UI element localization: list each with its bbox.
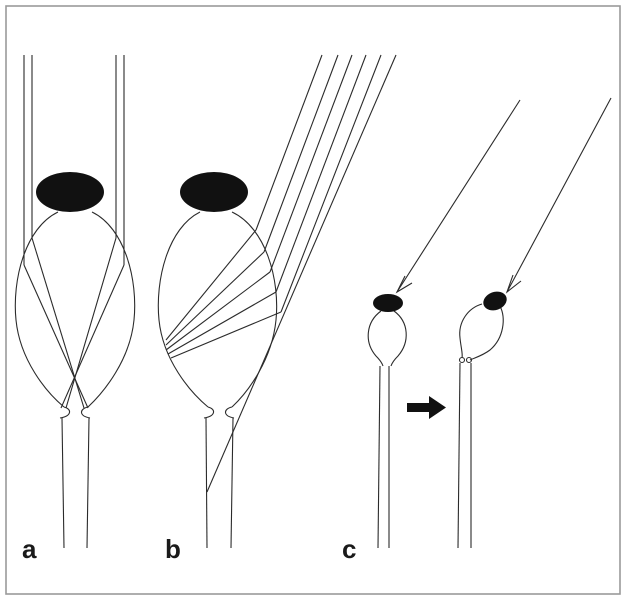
panel-b-ray: [255, 54, 323, 231]
panel-b-constriction: [224, 406, 235, 419]
figure-frame: [5, 5, 621, 595]
panel-a-ray: [60, 264, 125, 409]
panel-a-eye-body: [14, 211, 65, 408]
panel-c-eye-2-ray: [506, 97, 612, 293]
panel-b-stalk: [205, 417, 208, 549]
panel-b-ray: [275, 54, 367, 293]
panel-b-ray: [263, 54, 339, 253]
panel-b-ray: [165, 271, 271, 351]
panel-b-ray: [165, 251, 265, 346]
panel-c-eye-1-stalk: [377, 365, 381, 549]
panel-a-ray: [65, 237, 117, 409]
panel-label-b: b: [165, 534, 181, 564]
panel-c-eye-2: [457, 97, 612, 549]
panel-a-constriction: [80, 406, 91, 419]
panel-label-a: a: [22, 534, 37, 564]
panel-a-eye-body: [87, 211, 136, 408]
panel-c-eye-2-knot: [458, 356, 466, 364]
panel-c-eye-1-arrowhead: [395, 275, 413, 294]
panel-c-eye-1-pigment-cap: [373, 294, 403, 312]
panel-b-eye-body: [157, 211, 209, 408]
panel-a-pigment-cap: [36, 172, 104, 212]
panel-c-eye-2-arrowhead: [505, 274, 522, 294]
panel-b-constriction: [203, 406, 215, 419]
panel-b-ray: [167, 291, 277, 355]
panel-b-stalk: [230, 417, 234, 549]
panel-b-ray: [170, 311, 282, 359]
panel-label-c: c: [342, 534, 357, 564]
panel-a-drawing: [14, 55, 136, 549]
transition-arrow: [407, 396, 446, 419]
panel-c-eye-2-body: [459, 303, 483, 359]
panel-c-eye-2-pigment-cap: [483, 291, 507, 311]
panel-a-stalk: [61, 417, 65, 549]
panel-c-eye-1-body: [390, 310, 407, 367]
panel-b-ray: [165, 229, 257, 341]
panel-a-constriction: [59, 406, 71, 419]
panel-b-drawing: [157, 54, 397, 549]
panel-c-eye-2-stalk: [457, 362, 461, 549]
panel-b-eye-body: [231, 211, 278, 408]
panel-c-eye-2-body: [469, 305, 504, 361]
panel-a-ray: [23, 264, 89, 409]
panel-b-ray: [206, 54, 397, 493]
panel-b-ray: [280, 54, 382, 313]
panel-c-eye-1: [367, 99, 521, 549]
panel-b-pigment-cap: [180, 172, 248, 212]
panel-c-eye-1-body: [367, 310, 384, 367]
panel-a-ray: [31, 237, 85, 409]
panel-c-eye-2-knot: [465, 356, 473, 364]
panel-c-eye-1-ray: [396, 99, 521, 293]
panel-a-stalk: [86, 417, 90, 549]
panel-b-ray: [269, 54, 353, 273]
